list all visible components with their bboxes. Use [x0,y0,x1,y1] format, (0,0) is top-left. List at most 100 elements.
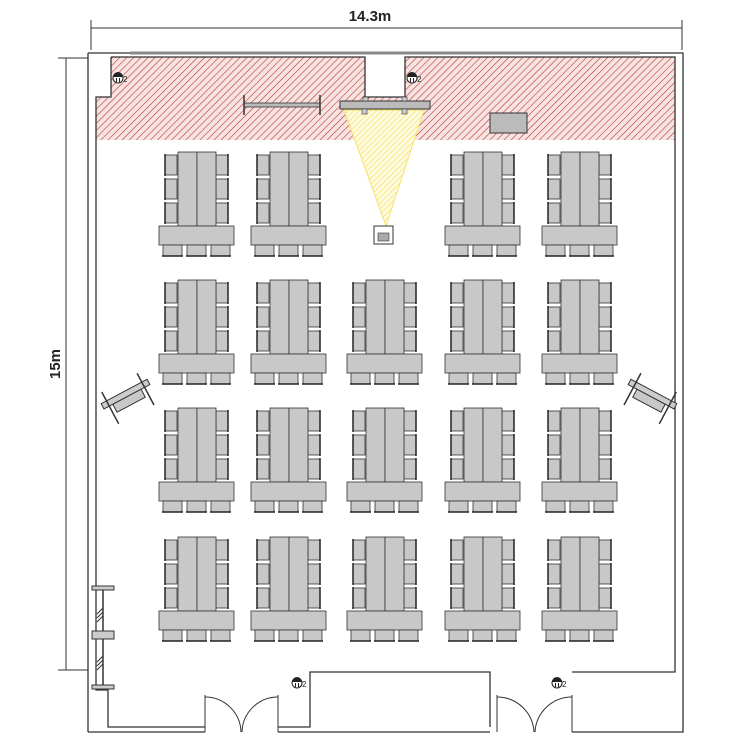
chair [352,458,366,480]
chair [256,539,270,561]
chair [501,154,515,176]
walls [87,51,684,733]
height-dimension: 15m [47,57,88,671]
chair [215,306,229,328]
chair [307,330,321,352]
chair [215,434,229,456]
chair [547,539,561,561]
table [560,151,581,227]
chair [403,330,417,352]
chair [215,282,229,304]
table [463,151,484,227]
chair [547,410,561,432]
chair [164,282,178,304]
chair [450,282,464,304]
table [288,151,309,227]
chair [278,372,299,385]
chair [210,500,231,513]
chair [162,500,183,513]
table [384,279,405,355]
chair [501,178,515,200]
chair [352,539,366,561]
chair [547,458,561,480]
chair [215,178,229,200]
chair [307,202,321,224]
chair [501,330,515,352]
chair [598,178,612,200]
chair [256,202,270,224]
chair [278,629,299,642]
projection-beam [343,109,425,228]
whiteboard [243,95,321,115]
chair [164,587,178,609]
chair [164,434,178,456]
chair [307,282,321,304]
table [579,151,600,227]
chair [164,202,178,224]
chair [547,330,561,352]
chair [450,458,464,480]
table [482,151,503,227]
chair [403,563,417,585]
chair [164,410,178,432]
chair [450,410,464,432]
table [579,536,600,612]
head-table [346,610,423,631]
table-cluster [346,407,423,513]
chair [496,372,517,385]
chair [598,306,612,328]
chair [547,154,561,176]
chair [256,306,270,328]
head-table [346,481,423,502]
head-table [541,610,618,631]
chair [215,154,229,176]
chair [450,178,464,200]
chair [569,500,590,513]
chair [598,587,612,609]
chair [598,539,612,561]
table-cluster [158,536,235,642]
table-cluster [444,279,521,385]
chair [302,372,323,385]
chair [254,244,275,257]
head-table [541,225,618,246]
chair [547,282,561,304]
door-right[interactable] [496,695,573,733]
hatched-area [96,57,675,140]
chair [496,629,517,642]
chair [186,372,207,385]
chair [598,434,612,456]
head-table [158,481,235,502]
chair [350,629,371,642]
outlet-icon: 2 [112,72,128,84]
table [269,279,290,355]
chair [403,282,417,304]
head-table [250,225,327,246]
chair [256,154,270,176]
table-cluster [541,536,618,642]
chair [256,282,270,304]
door-left[interactable] [204,695,279,733]
chair [598,154,612,176]
chair [569,372,590,385]
chair [547,587,561,609]
chair [448,500,469,513]
chair [547,202,561,224]
table [365,536,386,612]
chair [278,244,299,257]
chair [472,500,493,513]
chair [164,306,178,328]
chair [352,434,366,456]
table [463,536,484,612]
chair [501,410,515,432]
table [384,407,405,483]
table [560,407,581,483]
chair [450,154,464,176]
chair [307,154,321,176]
table [177,279,198,355]
chair [162,244,183,257]
chair [501,282,515,304]
table-cluster [541,407,618,513]
chair [256,330,270,352]
